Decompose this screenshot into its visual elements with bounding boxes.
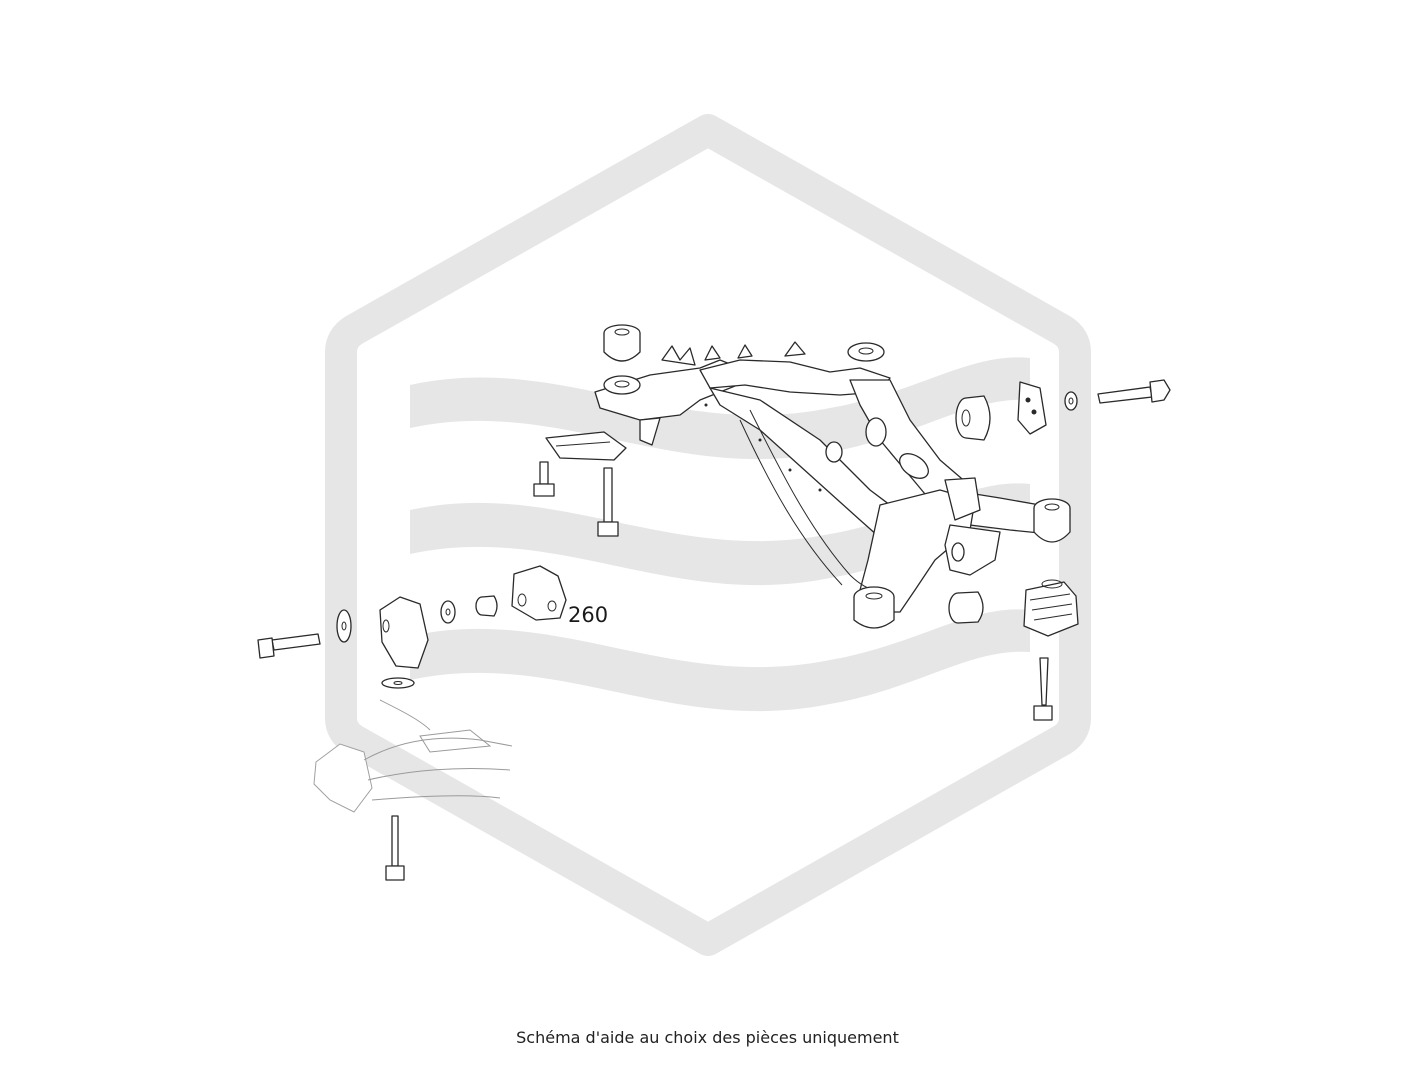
bush-top-left: [603, 324, 641, 362]
washer-right: [1064, 391, 1078, 411]
washer-small-a: [440, 600, 456, 624]
subframe-hole-b: [825, 441, 843, 463]
bush-front-left-mount: [603, 375, 641, 395]
engine-mount: [379, 596, 429, 669]
bush-rear-right-mount: [1033, 498, 1071, 543]
washer-large: [336, 609, 352, 643]
spring-washer: [381, 677, 415, 689]
diagram-caption: Schéma d'aide au choix des pièces unique…: [516, 1028, 899, 1047]
bolt-front-long: [597, 467, 619, 537]
cylindrical-bush-upper: [955, 395, 991, 441]
subframe-tab: [737, 344, 753, 359]
bolt-left-horizontal: [257, 633, 321, 659]
bracket-plate: [1017, 381, 1047, 435]
watermark-hexagon: [325, 114, 1091, 956]
subframe-hole-a: [865, 417, 887, 447]
bolt-front-short: [533, 461, 555, 497]
bolt-right-horizontal: [1097, 379, 1171, 404]
subframe-rear-bracket: [944, 524, 1001, 576]
bolt-right-vertical: [1033, 657, 1053, 721]
left-exploded-parts: [257, 431, 627, 881]
cylindrical-bush-lower: [948, 591, 984, 624]
subframe-tab: [784, 341, 806, 357]
right-exploded-parts: [948, 379, 1171, 721]
subframe-tab: [661, 345, 696, 366]
front-mount-plate: [545, 431, 627, 461]
bush-front-right-mount: [847, 342, 885, 362]
ghost-knuckle: [313, 699, 513, 813]
mount-bracket-260: [511, 565, 567, 621]
subframe-hanger: [639, 417, 661, 446]
subframe-tab: [704, 345, 721, 361]
watermark-wave-bottom: [410, 609, 1030, 712]
spacer-sleeve: [475, 595, 498, 617]
subframe-knuckle: [944, 477, 981, 521]
callout-260: 260: [568, 603, 608, 627]
subframe-slot: [899, 453, 929, 479]
bush-rear-left-mount: [853, 586, 895, 629]
subframe-bushes: [603, 324, 1071, 629]
subframe-hole-c: [951, 542, 965, 562]
hydro-bush: [1023, 579, 1079, 637]
bolt-bottom-vertical: [385, 815, 405, 881]
